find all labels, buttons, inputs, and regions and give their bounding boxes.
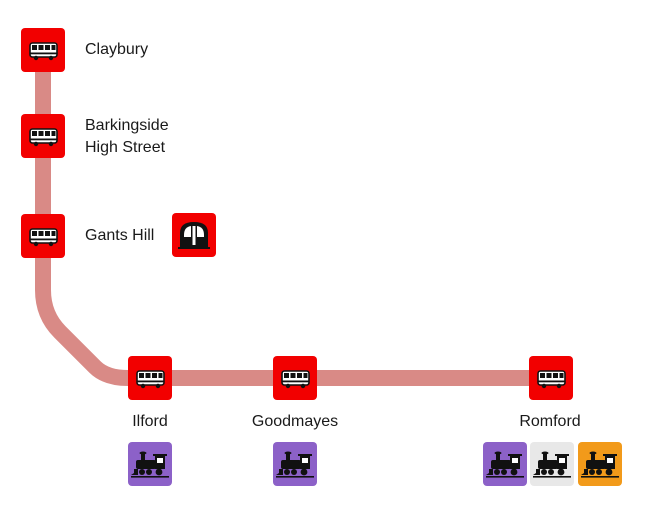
stop-label-barkingside: Barkingside High Street xyxy=(85,117,169,156)
stop-label-ilford: Ilford xyxy=(132,413,168,430)
steam-train-icon[interactable] xyxy=(128,442,172,486)
stop-label-gants-hill: Gants Hill xyxy=(85,227,155,244)
bus-icon[interactable] xyxy=(529,356,573,400)
bus-icon[interactable] xyxy=(273,356,317,400)
stop-label-romford: Romford xyxy=(519,413,581,430)
bus-icon[interactable] xyxy=(21,114,65,158)
steam-train-icon[interactable] xyxy=(578,442,622,486)
steam-train-icon[interactable] xyxy=(530,442,574,486)
steam-train-icon[interactable] xyxy=(483,442,527,486)
stop-label-claybury: Claybury xyxy=(85,41,149,58)
bus-icon[interactable] xyxy=(128,356,172,400)
route-line xyxy=(35,50,551,386)
steam-train-icon[interactable] xyxy=(273,442,317,486)
stop-label-goodmayes: Goodmayes xyxy=(251,413,339,430)
bus-icon[interactable] xyxy=(21,214,65,258)
underground-train-icon[interactable] xyxy=(172,213,216,257)
bus-icon[interactable] xyxy=(21,28,65,72)
